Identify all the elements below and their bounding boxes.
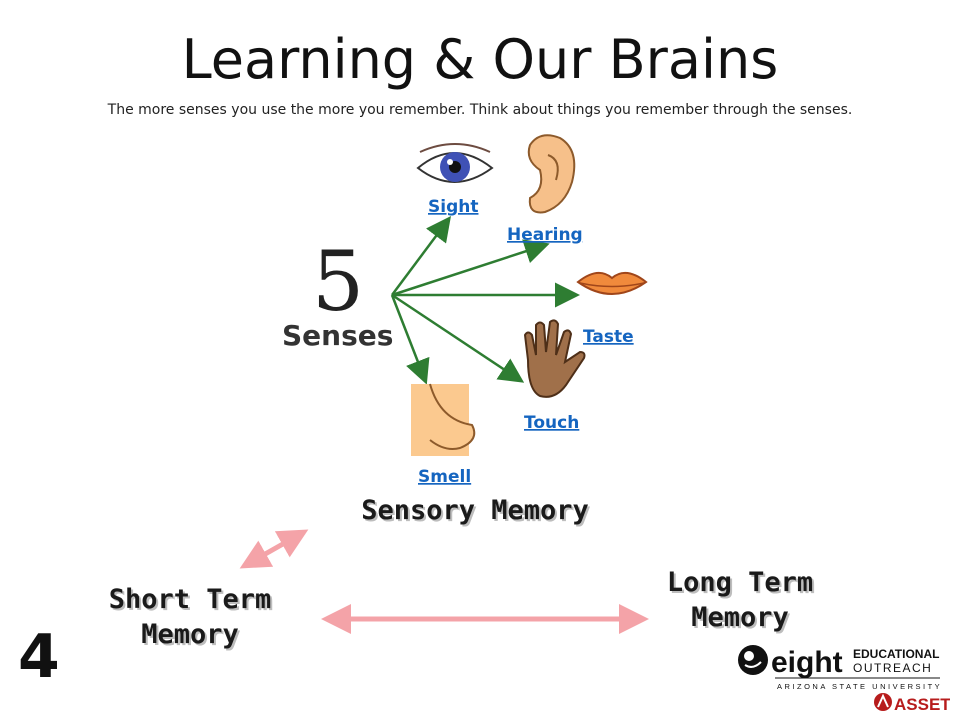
ear-icon	[527, 134, 576, 214]
senses-count: 5	[312, 235, 364, 330]
arrow-touch	[391, 293, 525, 383]
short-term-memory-label: Short Term Memory	[80, 582, 300, 652]
eight-wordmark: eight	[771, 646, 843, 679]
sense-label-sight: Sight	[428, 197, 478, 217]
sense-arrows	[390, 215, 580, 385]
slide-subtitle: The more senses you use the more you rem…	[107, 102, 853, 118]
logo-asset: ASSET	[894, 695, 950, 714]
hand-icon	[523, 319, 586, 398]
sense-label-hearing: Hearing	[507, 225, 583, 245]
sense-label-smell: Smell	[418, 467, 471, 487]
nose-icon	[411, 383, 476, 456]
eye-icon	[416, 143, 494, 183]
arrow-sight	[390, 215, 451, 296]
asset-icon	[874, 693, 892, 711]
arrow-hearing	[391, 239, 550, 297]
senses-heading: Senses	[282, 319, 393, 352]
pbs-icon	[738, 645, 768, 675]
sense-label-taste: Taste	[583, 327, 634, 347]
lips-icon	[576, 271, 648, 295]
eight-asset-logo: eight EDUCATIONAL OUTREACH ARIZONA STATE…	[738, 645, 950, 714]
logo-educational: EDUCATIONAL	[853, 647, 939, 661]
arrow-smell	[390, 294, 430, 385]
short-term-line2: Memory	[141, 619, 239, 651]
long-term-line2: Memory	[691, 602, 789, 634]
sensory-short-arrow	[239, 529, 309, 569]
long-term-line1: Long Term	[666, 567, 814, 598]
slide-number: 4	[18, 622, 60, 692]
sensory-memory-label: Sensory Memory	[361, 495, 589, 526]
long-term-memory-label: Long Term Memory	[640, 565, 840, 635]
logo-outreach: OUTREACH	[853, 661, 932, 675]
logo-university: ARIZONA STATE UNIVERSITY	[777, 682, 942, 691]
short-term-line1: Short Term	[108, 584, 272, 615]
sense-label-touch: Touch	[524, 413, 579, 433]
slide-title: Learning & Our Brains	[181, 28, 779, 91]
